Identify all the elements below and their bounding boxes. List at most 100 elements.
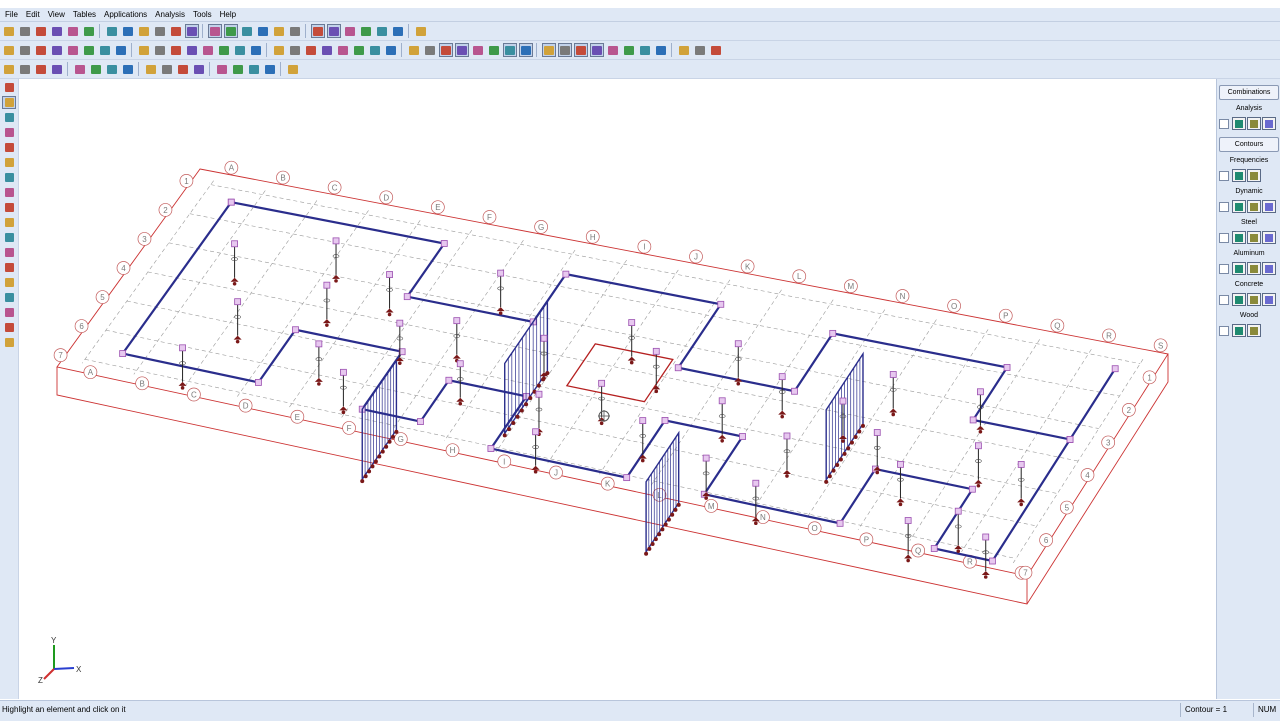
dynamic-settings-icon[interactable] [1262, 200, 1276, 213]
select-group-icon[interactable] [677, 43, 691, 57]
contours-button[interactable]: Contours [1219, 137, 1279, 152]
solid-view-icon[interactable] [256, 24, 270, 38]
concrete-checkbox[interactable] [1219, 294, 1229, 305]
insert-joint-icon[interactable] [82, 43, 96, 57]
line-tool-icon[interactable] [137, 24, 151, 38]
assign-release-icon[interactable] [352, 43, 366, 57]
frequencies-solve-icon[interactable] [1232, 169, 1246, 182]
view-side-icon[interactable] [2, 201, 16, 214]
dynamic-solve-icon[interactable] [1232, 200, 1246, 213]
model-canvas[interactable]: ABCDEFGHIJKLMNOPQRSABCDEFGHIJKLMNOPQRS12… [19, 79, 1215, 699]
label-view-icon[interactable] [288, 24, 302, 38]
truss-tool-icon[interactable] [176, 62, 190, 76]
draw-solid-icon[interactable] [66, 43, 80, 57]
joint-view-icon[interactable] [208, 24, 222, 38]
aluminum-checkbox[interactable] [1219, 263, 1229, 274]
save-icon[interactable] [34, 24, 48, 38]
wall-panel-icon[interactable] [368, 43, 382, 57]
dynamic-results-icon[interactable] [1247, 200, 1261, 213]
select-polygon-icon[interactable] [439, 43, 453, 57]
view-top-icon[interactable] [2, 186, 16, 199]
frequencies-checkbox[interactable] [1219, 170, 1229, 181]
grid-view-icon[interactable] [359, 24, 373, 38]
seismic-tool-icon[interactable] [263, 62, 277, 76]
eye-icon[interactable] [2, 291, 16, 304]
combinations-button[interactable]: Combinations [1219, 85, 1279, 100]
render-icon[interactable] [2, 276, 16, 289]
results-view-icon[interactable] [391, 24, 405, 38]
rotate-item-icon[interactable] [153, 43, 167, 57]
select-previous-icon[interactable] [654, 43, 668, 57]
new-file-icon[interactable] [2, 24, 16, 38]
draw-plate-icon[interactable] [34, 43, 48, 57]
print-icon[interactable] [50, 24, 64, 38]
aluminum-solve-icon[interactable] [1232, 262, 1246, 275]
select-icon[interactable] [2, 96, 16, 109]
area-load-tool-icon[interactable] [231, 62, 245, 76]
analysis-results-icon[interactable] [1247, 117, 1261, 130]
shaded-view-icon[interactable] [311, 24, 325, 38]
loads-view-icon[interactable] [375, 24, 389, 38]
concrete-solve-icon[interactable] [1232, 293, 1246, 306]
grid-select-icon[interactable] [2, 111, 16, 124]
analysis-solve-icon[interactable] [1232, 117, 1246, 130]
ramp-tool-icon[interactable] [89, 62, 103, 76]
analysis-settings-icon[interactable] [1262, 117, 1276, 130]
menu-file[interactable]: File [5, 10, 18, 19]
grid-tool-icon[interactable] [2, 62, 16, 76]
menu-edit[interactable]: Edit [25, 10, 40, 19]
undo-icon[interactable] [66, 24, 80, 38]
beam-tool-icon[interactable] [18, 62, 32, 76]
dynamic-checkbox[interactable] [1219, 201, 1229, 212]
menu-tables[interactable]: Tables [72, 10, 97, 19]
view-iso-icon[interactable] [2, 216, 16, 229]
concrete-settings-icon[interactable] [1262, 293, 1276, 306]
model-view-icon[interactable] [121, 24, 135, 38]
select-none-icon[interactable] [638, 43, 652, 57]
color-view-icon[interactable] [272, 24, 286, 38]
select-window-2-icon[interactable] [542, 43, 556, 57]
undo-select-icon[interactable] [693, 43, 707, 57]
aluminum-settings-icon[interactable] [1262, 262, 1276, 275]
render-view-icon[interactable] [327, 24, 341, 38]
redraw-icon[interactable] [105, 24, 119, 38]
assign-offset-icon[interactable] [288, 43, 302, 57]
help-icon[interactable] [2, 336, 16, 349]
stair-tool-icon[interactable] [105, 62, 119, 76]
plate-view-icon[interactable] [240, 24, 254, 38]
zoom-box-icon[interactable] [169, 24, 183, 38]
table-editor-icon[interactable] [2, 43, 16, 57]
select-inverse-icon[interactable] [455, 43, 469, 57]
select-plane-icon[interactable] [590, 43, 604, 57]
draw-member-icon[interactable] [18, 43, 32, 57]
open-folder-icon[interactable] [18, 24, 32, 38]
menu-applications[interactable]: Applications [104, 10, 148, 19]
analysis-checkbox[interactable] [1219, 118, 1229, 129]
steel-settings-icon[interactable] [1262, 231, 1276, 244]
model-view-svg[interactable]: ABCDEFGHIJKLMNOPQRSABCDEFGHIJKLMNOPQRS12… [19, 79, 1215, 699]
assign-load-icon[interactable] [304, 43, 318, 57]
redo-select-icon[interactable] [709, 43, 723, 57]
wind-tool-icon[interactable] [247, 62, 261, 76]
delete-item-icon[interactable] [98, 43, 112, 57]
concrete-results-icon[interactable] [1247, 293, 1261, 306]
table-view-icon[interactable] [153, 24, 167, 38]
hand-icon[interactable] [2, 81, 16, 94]
steel-results-icon[interactable] [1247, 231, 1261, 244]
copy-item-icon[interactable] [185, 43, 199, 57]
column-tool-icon[interactable] [121, 62, 135, 76]
select-crossing-icon[interactable] [574, 43, 588, 57]
select-solid-icon[interactable] [503, 43, 517, 57]
menu-view[interactable]: View [47, 10, 65, 19]
deck-tool-icon[interactable] [50, 62, 64, 76]
design-tool-icon[interactable] [286, 62, 300, 76]
select-plate-icon[interactable] [487, 43, 501, 57]
zoom-out-icon[interactable] [2, 156, 16, 169]
camera-icon[interactable] [2, 321, 16, 334]
select-member-icon[interactable] [471, 43, 485, 57]
merge-item-icon[interactable] [137, 43, 151, 57]
wood-checkbox[interactable] [1219, 325, 1229, 336]
wood-results-icon[interactable] [1247, 324, 1261, 337]
mirror-item-icon[interactable] [201, 43, 215, 57]
view-front-icon[interactable] [2, 171, 16, 184]
